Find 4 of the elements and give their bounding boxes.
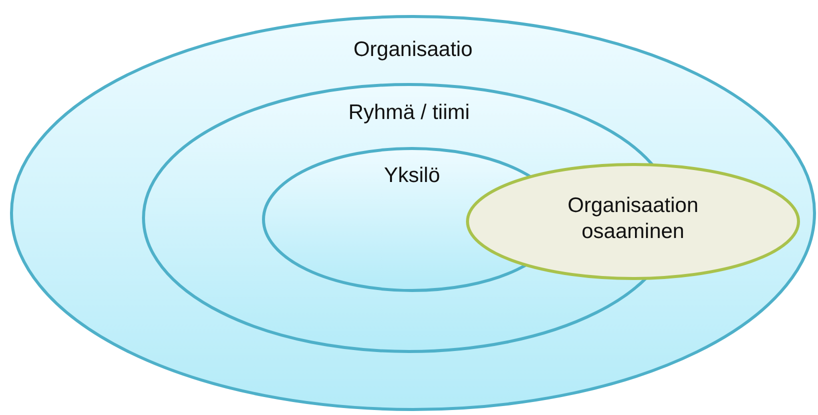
region-label: Yksilö	[384, 163, 440, 189]
region-label: Organisaation osaaminen	[566, 193, 700, 245]
region-label: Ryhmä / tiimi	[348, 100, 470, 126]
region-label: Organisaatio	[353, 37, 473, 63]
